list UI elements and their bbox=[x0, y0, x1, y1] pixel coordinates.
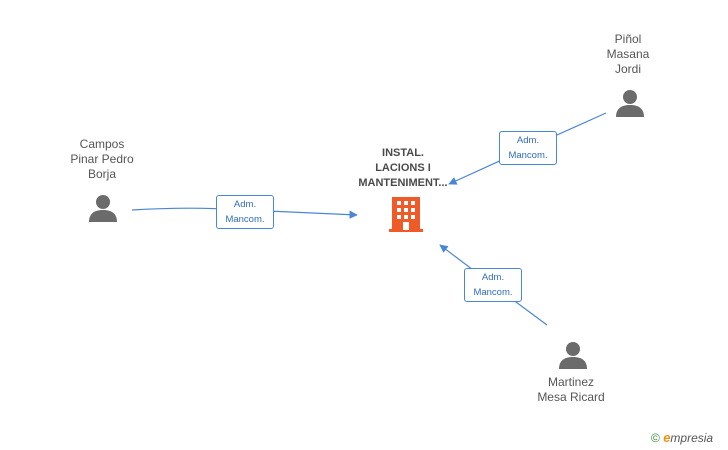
relation-label-martinez[interactable]: Adm. Mancom. bbox=[464, 268, 522, 302]
building-icon[interactable] bbox=[389, 196, 423, 237]
relation-label-pinol[interactable]: Adm. Mancom. bbox=[499, 131, 557, 165]
empresia-logo[interactable]: © empresia bbox=[651, 430, 713, 445]
company-name[interactable]: INSTAL. LACIONS I MANTENIMENT... bbox=[358, 147, 448, 189]
person-name-martinez[interactable]: Martinez Mesa Ricard bbox=[537, 375, 605, 404]
relation-label-campos[interactable]: Adm. Mancom. bbox=[216, 195, 274, 229]
logo-initial: e bbox=[663, 430, 671, 445]
copyright-symbol: © bbox=[651, 431, 660, 445]
person-icon[interactable] bbox=[615, 88, 645, 123]
person-name-pinol[interactable]: Piñol Masana Jordi bbox=[606, 32, 650, 76]
logo-rest: mpresia bbox=[670, 431, 714, 445]
person-icon[interactable] bbox=[558, 340, 588, 375]
person-name-campos[interactable]: Campos Pinar Pedro Borja bbox=[70, 137, 134, 181]
person-icon[interactable] bbox=[88, 193, 118, 228]
